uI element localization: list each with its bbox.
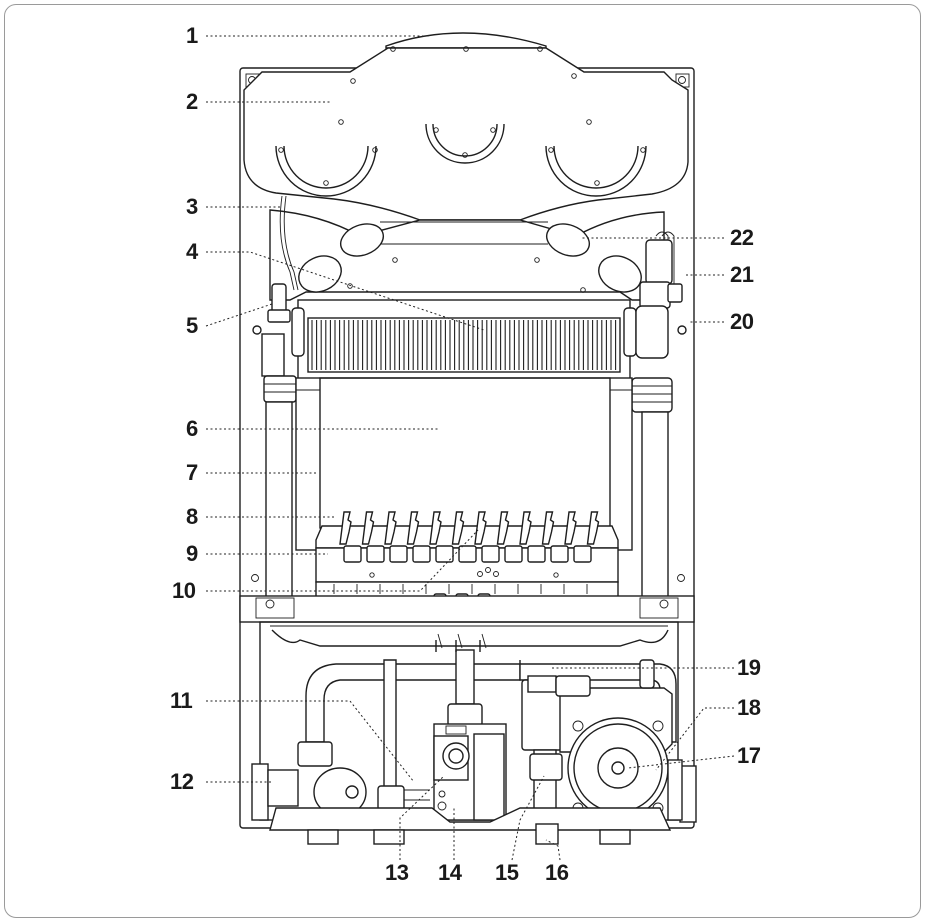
right-side-fittings	[667, 759, 697, 823]
burner-slot	[573, 545, 592, 563]
burner-slot	[435, 545, 454, 563]
callout-5: 5	[186, 313, 198, 338]
callout-4: 4	[186, 239, 198, 264]
callout-21: 21	[730, 262, 754, 287]
leader-lines	[205, 35, 735, 861]
callout-10: 10	[172, 578, 196, 603]
combustion-chamber-top	[269, 209, 665, 301]
burner-slot	[527, 545, 546, 563]
callout-16: 16	[545, 860, 569, 885]
burner-ramp	[361, 511, 375, 545]
burner-ramp	[406, 511, 420, 545]
right-flow-pipe	[631, 231, 687, 599]
burner-ramp	[339, 511, 352, 545]
callout-12: 12	[170, 769, 194, 794]
callout-14: 14	[438, 860, 462, 885]
callout-18: 18	[737, 695, 761, 720]
burner-ramp	[541, 511, 555, 545]
callout-1: 1	[186, 23, 198, 48]
callout-11: 11	[170, 688, 193, 713]
burner-ramp	[474, 511, 487, 545]
burner-slot	[481, 545, 500, 563]
callout-17: 17	[737, 743, 761, 768]
callout-20: 20	[730, 309, 754, 334]
flue-hood	[243, 32, 689, 221]
burner-ramp	[564, 511, 577, 545]
callout-2: 2	[186, 89, 198, 114]
callout-7: 7	[186, 460, 198, 485]
burner-slot	[458, 545, 477, 563]
burner-ramp	[519, 511, 532, 545]
circulation-pump	[521, 659, 673, 819]
callout-6: 6	[186, 416, 198, 441]
callout-15: 15	[495, 860, 519, 885]
callout-13: 13	[385, 860, 409, 885]
callout-9: 9	[186, 541, 198, 566]
burner-ramp	[586, 511, 600, 545]
callout-19: 19	[737, 655, 761, 680]
left-flow-pipe	[252, 195, 299, 599]
callout-8: 8	[186, 504, 198, 529]
burner-ramp	[384, 511, 397, 545]
gas-valve	[433, 723, 507, 821]
burner-slot	[343, 545, 362, 563]
burner-slot	[412, 545, 431, 563]
heat-exchanger	[291, 299, 637, 381]
burner-slot	[389, 545, 408, 563]
left-valve-assembly	[251, 763, 430, 821]
bottom-connections	[269, 807, 672, 845]
burner-ramp	[496, 511, 510, 545]
burner-ramp	[429, 511, 442, 545]
burner-slot	[504, 545, 523, 563]
callout-3: 3	[186, 194, 198, 219]
burner-ramp	[451, 511, 465, 545]
callout-22: 22	[730, 225, 754, 250]
burner-slot	[550, 545, 569, 563]
burner-slot	[366, 545, 385, 563]
burner	[315, 511, 619, 607]
lower-chassis	[239, 574, 695, 821]
